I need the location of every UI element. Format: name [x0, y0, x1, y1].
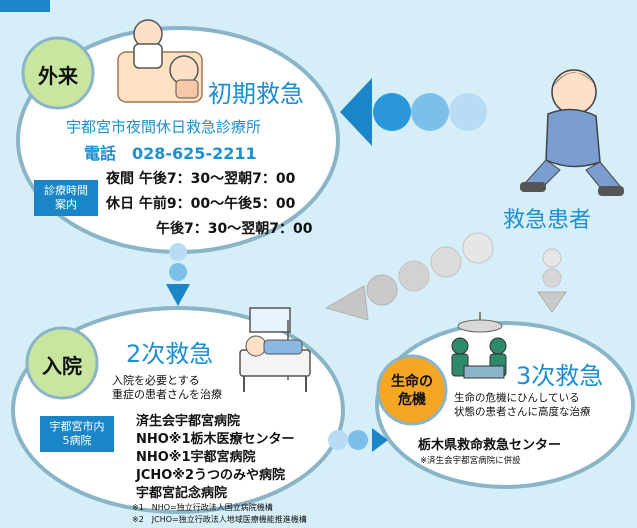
outpatient-level-title: 初期救急	[208, 80, 304, 108]
hours-holiday-day: 休日 午前9：00〜午後5：00	[106, 196, 296, 212]
hours-tag-line-1: 診療時間	[44, 184, 88, 197]
hours-night: 夜間 午後7：30〜翌朝7：00	[106, 171, 296, 187]
inpatient-desc-line-1: 入院を必要とする	[112, 374, 200, 387]
critical-desc-line-2: 状態の患者さんに高度な治療	[454, 406, 591, 418]
arrow-to-inpatient	[166, 243, 190, 306]
hospital-1: 済生会宇都宮病院	[136, 414, 241, 429]
critical-center-note: ※済生会宇都宮病院に併設	[420, 456, 521, 466]
hospital-bed-illustration	[239, 307, 311, 392]
critical-badge-line-2: 危機	[398, 392, 426, 408]
grey-arrow-to-inpatient	[324, 232, 494, 321]
hospital-count-tag-line-1: 宇都宮市内	[49, 420, 105, 433]
hours-tag-line-2: 案内	[55, 198, 77, 211]
critical-badge-line-1: 生命の	[391, 374, 433, 390]
night-clinic-name: 宇都宮市夜間休日救急診療所	[66, 118, 262, 136]
outpatient-badge-circle	[21, 36, 95, 110]
hospital-4: JCHO※2うつのみや病院	[136, 468, 285, 483]
inpatient-badge: 入院	[42, 354, 82, 378]
hospital-count-tag-line-2: 5病院	[62, 434, 92, 447]
arrow-to-critical	[328, 428, 388, 452]
hospital-count-tag: 宇都宮市内 5病院	[40, 416, 114, 452]
inpatient-desc-line-2: 重症の患者さんを治療	[112, 388, 222, 401]
emergency-patient-label: 救急患者	[503, 208, 592, 233]
inpatient-level-title: 2次救急	[126, 340, 214, 368]
corner-tab	[0, 0, 50, 12]
critical-badge-circle	[376, 354, 448, 426]
critical-oval	[375, 321, 635, 489]
inpatient-badge-circle	[25, 326, 99, 400]
critical-desc-line-1: 生命の危機にひんしている	[454, 392, 580, 404]
outpatient-badge: 外来	[38, 64, 78, 88]
hospital-2: NHO※1栃木医療センター	[136, 432, 295, 447]
hospital-3: NHO※1宇都宮病院	[136, 450, 256, 465]
hospital-5: 宇都宮記念病院	[136, 486, 228, 501]
critical-level-title: 3次救急	[516, 362, 604, 390]
critical-badge: 生命の 危機	[386, 373, 438, 409]
hours-holiday-night: 午後7：30〜翌朝7：00	[156, 221, 313, 237]
clinic-phone: 電話 028-625-2211	[84, 144, 257, 163]
arrow-to-outpatient	[340, 78, 487, 146]
doctor-child-illustration	[117, 19, 203, 103]
grey-arrow-to-critical	[537, 248, 567, 313]
footnote-2: ※2 JCHO=独立行政法人地域医療機能推進機構	[132, 515, 307, 524]
critical-center-name: 栃木県救命救急センター	[418, 438, 562, 453]
patient-illustration	[520, 69, 624, 196]
hours-tag: 診療時間 案内	[34, 180, 98, 216]
surgery-illustration	[451, 312, 507, 379]
footnote-1: ※1 NHO=独立行政法人国立病院機構	[132, 503, 273, 512]
